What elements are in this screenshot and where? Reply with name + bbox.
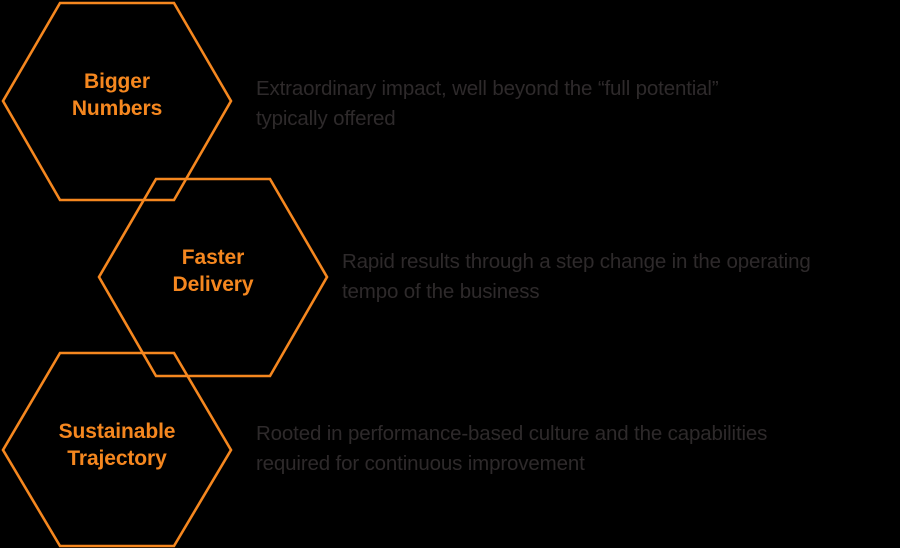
hexagon-description-faster-delivery: Rapid results through a step change in t… bbox=[342, 250, 811, 303]
hexagon-outline-2 bbox=[97, 177, 329, 378]
hexagon-outline-1 bbox=[1, 1, 233, 202]
hexagon-outline-3 bbox=[1, 351, 233, 548]
hexagon-description-bigger-numbers: Extraordinary impact, well beyond the “f… bbox=[256, 77, 719, 130]
hexagon-description-sustainable-trajectory: Rooted in performance-based culture and … bbox=[256, 422, 768, 475]
